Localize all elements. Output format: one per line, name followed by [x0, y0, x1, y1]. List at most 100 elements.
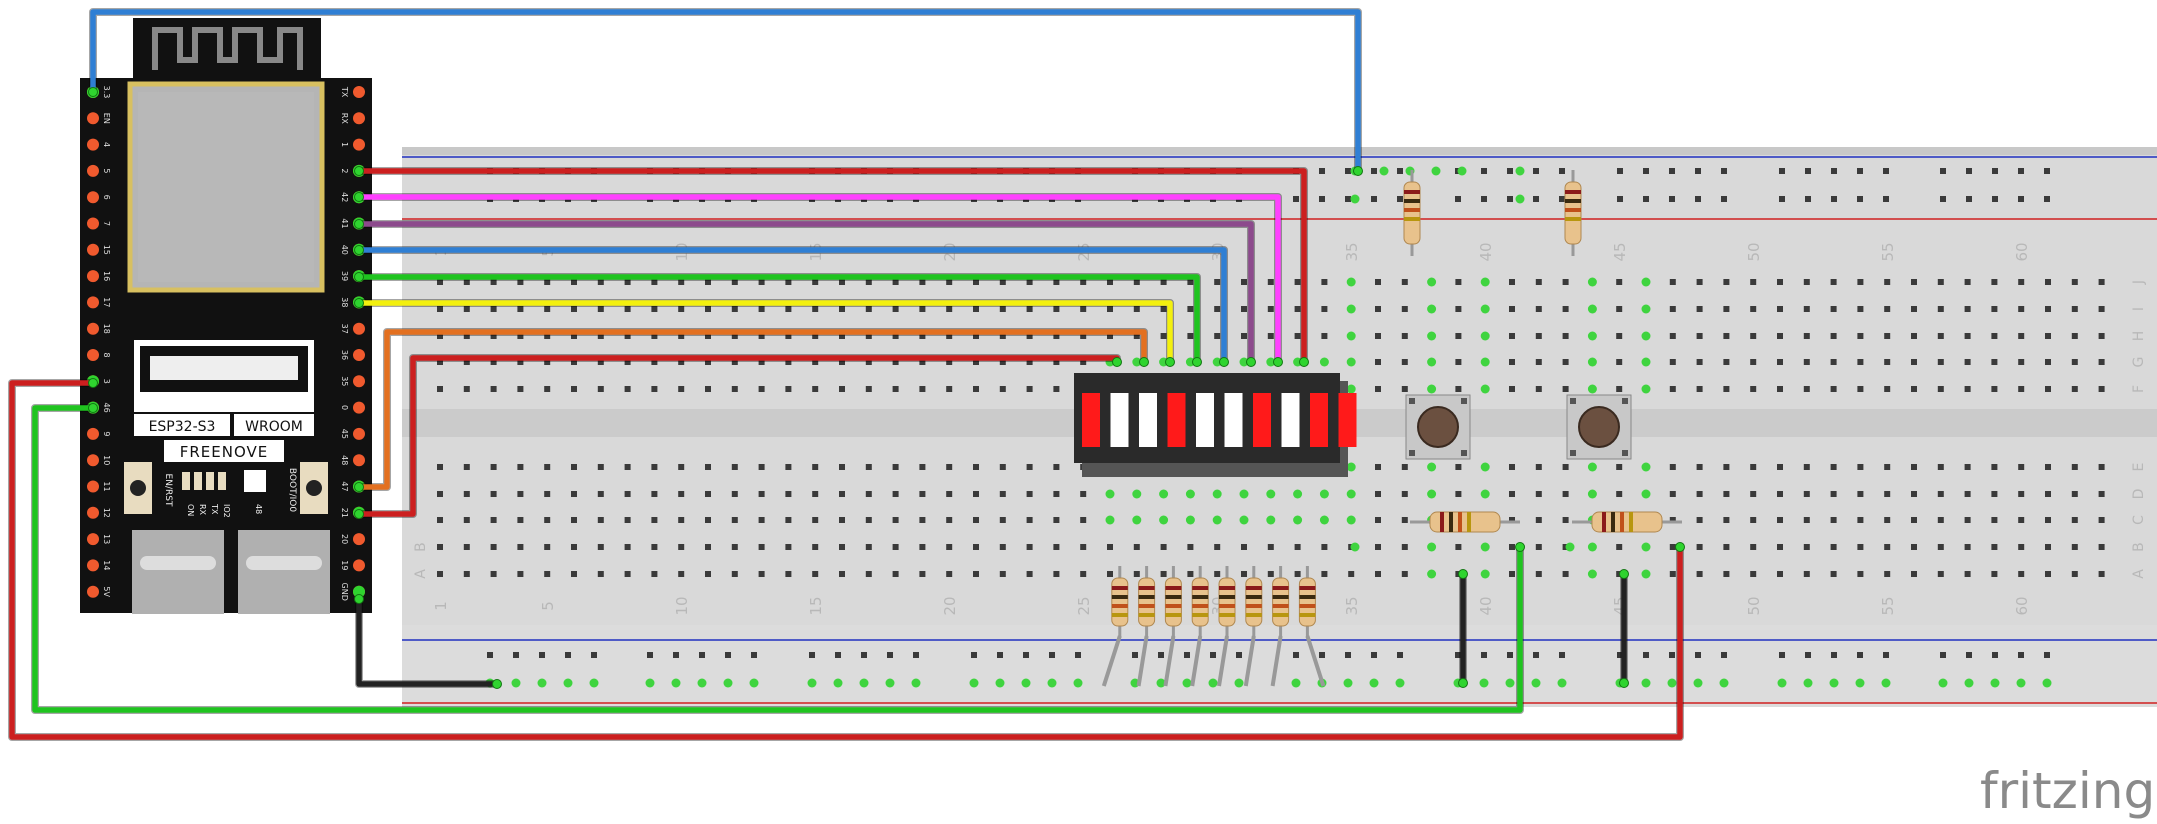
breadboard-hole [1053, 333, 1060, 339]
breadboard-hole [785, 544, 792, 550]
resistor-band [1299, 595, 1316, 599]
breadboard-hole [1241, 333, 1247, 339]
breadboard-hole [705, 464, 711, 470]
rail-hole [2044, 168, 2050, 174]
resistor-lead [1163, 635, 1176, 687]
rail-hole [1857, 196, 1863, 202]
pin-label-right: 41 [340, 218, 349, 228]
breadboard-hole [597, 517, 604, 523]
connected-hole [1427, 304, 1437, 314]
breadboard-hole [1080, 359, 1087, 365]
breadboard-hole [946, 386, 953, 392]
breadboard-hole [1080, 333, 1087, 339]
rail-hole [1643, 168, 1649, 174]
connected-hole [1480, 569, 1490, 579]
breadboard-hole [1080, 491, 1087, 497]
wire-end [354, 219, 364, 229]
rail-hole [1940, 196, 1946, 202]
connected-hole [1185, 515, 1195, 525]
resistor-body [1138, 577, 1156, 627]
breadboard-hole [1937, 571, 1944, 577]
breadboard-hole [1562, 306, 1569, 312]
breadboard-hole [865, 386, 872, 392]
breadboard-hole [892, 386, 899, 392]
breadboard-hole [919, 386, 926, 392]
wire-end [354, 482, 364, 492]
rail-hole [1643, 652, 1649, 658]
connected-hole [1587, 277, 1597, 287]
resistor-band [1138, 595, 1155, 599]
connected-hole [645, 678, 655, 688]
breadboard-hole [1509, 279, 1515, 285]
breadboard-hole [1401, 517, 1408, 523]
breadboard-hole [1535, 571, 1542, 577]
breadboard-hole [2018, 306, 2025, 312]
breadboard-hole [1964, 386, 1971, 392]
connected-hole [1641, 678, 1651, 688]
button-pin [1461, 398, 1467, 404]
breadboard-hole [1080, 306, 1087, 312]
breadboard-hole [651, 491, 658, 497]
breadboard-hole [1187, 279, 1194, 285]
breadboard-hole [1133, 544, 1140, 550]
rail-hole [1695, 168, 1701, 174]
rgb-led [244, 470, 266, 492]
pin-label-right: 38 [340, 297, 349, 307]
pin-label-right: GND [340, 583, 349, 601]
breadboard-hole [597, 544, 604, 550]
breadboard-hole [1964, 464, 1971, 470]
breadboard-hole [812, 359, 819, 365]
breadboard-hole [1750, 517, 1757, 523]
rail-hole [1721, 652, 1727, 658]
resistor-body [1429, 511, 1501, 533]
breadboard-hole [1026, 491, 1033, 497]
breadboard-hole [1321, 306, 1328, 312]
pin-label-right: 2 [340, 168, 349, 173]
resistor-band [1565, 217, 1581, 221]
pin-label-right: 19 [340, 560, 349, 570]
breadboard-hole [1160, 333, 1167, 339]
breadboard-hole [1777, 464, 1783, 470]
connected-hole [1587, 489, 1597, 499]
resistor-band [1165, 586, 1182, 590]
breadboard-hole [731, 544, 738, 550]
pin-label-right: 0 [340, 405, 349, 410]
column-number-bottom: 55 [1879, 596, 1897, 615]
breadboard-hole [597, 333, 604, 339]
pin-pad-right [353, 375, 365, 388]
breadboard-hole [1535, 544, 1542, 550]
breadboard-hole [1777, 517, 1783, 523]
breadboard-hole [1750, 544, 1757, 550]
breadboard-hole [1562, 464, 1569, 470]
breadboard-hole [2045, 279, 2051, 285]
breadboard-hole [1669, 491, 1676, 497]
rail-hole [1397, 168, 1403, 174]
pin-label-left: 9 [102, 431, 111, 436]
breadboard-hole [973, 464, 979, 470]
breadboard-hole [463, 359, 470, 365]
breadboard-hole [1884, 386, 1891, 392]
breadboard-hole [758, 279, 765, 285]
breadboard-hole [1616, 464, 1623, 470]
rail-hole [1319, 196, 1325, 202]
breadboard-hole [1830, 491, 1837, 497]
breadboard-hole [1696, 491, 1703, 497]
breadboard-hole [1884, 544, 1891, 550]
breadboard-hole [1241, 306, 1247, 312]
resistor-lead [1136, 635, 1149, 687]
breadboard-hole [2045, 517, 2051, 523]
resistor-band [1404, 208, 1420, 212]
breadboard-hole [865, 279, 872, 285]
breadboard-hole [785, 333, 792, 339]
connected-hole [1208, 678, 1218, 688]
breadboard-hole [1562, 359, 1569, 365]
breadboard-hole [1535, 386, 1542, 392]
wire-end [354, 509, 364, 519]
breadboard-hole [517, 464, 524, 470]
breadboard-hole [1321, 544, 1328, 550]
pin-label-right: 35 [340, 376, 349, 386]
resistor-band [1138, 604, 1155, 608]
column-number-bottom: 15 [807, 596, 825, 615]
breadboard-hole [1696, 306, 1703, 312]
rail-hole [591, 652, 597, 658]
